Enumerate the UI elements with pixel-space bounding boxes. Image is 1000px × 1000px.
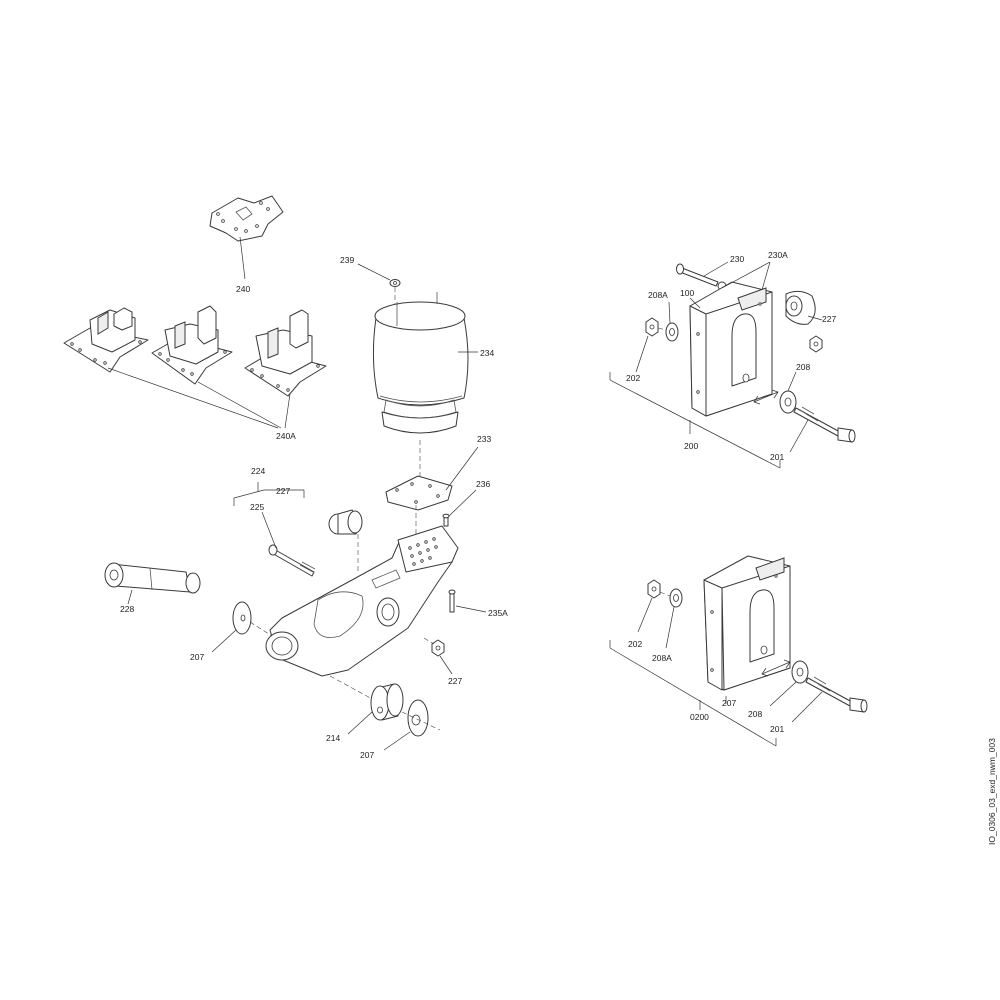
part-239-nut xyxy=(389,279,401,287)
callout-208A-b: 208A xyxy=(652,653,672,663)
callout-207-right: 207 xyxy=(722,698,736,708)
part-trailing-arm xyxy=(265,525,459,677)
callout-230A: 230A xyxy=(768,250,788,260)
callout-230: 230 xyxy=(730,254,744,264)
part-201-bolt-a xyxy=(793,406,856,443)
callout-240A: 240A xyxy=(276,431,296,441)
part-240-plate xyxy=(209,195,284,242)
part-214-bushing xyxy=(370,683,404,721)
callout-227-top: 227 xyxy=(276,486,290,496)
part-202-nut-b xyxy=(647,579,661,599)
callout-207-bottom: 207 xyxy=(360,750,374,760)
callout-201-b: 201 xyxy=(770,724,784,734)
callout-236: 236 xyxy=(476,479,490,489)
callout-239: 239 xyxy=(340,255,354,265)
callout-233: 233 xyxy=(477,434,491,444)
part-240A-bracket-3 xyxy=(244,309,327,397)
callout-208-a: 208 xyxy=(796,362,810,372)
part-207-washer-left xyxy=(232,601,252,635)
part-235A-bolt xyxy=(448,589,456,613)
callout-201-a: 201 xyxy=(770,452,784,462)
callout-208A-a: 208A xyxy=(648,290,668,300)
bracket-224-227 xyxy=(233,482,305,506)
part-207-washer-bottom xyxy=(407,699,429,737)
part-240A-bracket-2 xyxy=(151,305,233,385)
callout-208-b: 208 xyxy=(748,709,762,719)
part-227-nut xyxy=(431,639,445,657)
part-208A-washer-a xyxy=(665,322,679,342)
drawing-reference-id: IO_0306_03_exd_nwm_003 xyxy=(987,738,997,845)
callout-202-b: 202 xyxy=(628,639,642,649)
callout-207-left: 207 xyxy=(190,652,204,662)
part-230-bolt xyxy=(676,263,727,291)
callout-235A: 235A xyxy=(488,608,508,618)
part-100-hanger-top xyxy=(689,281,773,417)
callout-240: 240 xyxy=(236,284,250,294)
part-202-nut-a xyxy=(645,317,659,337)
arrows-a xyxy=(753,389,779,405)
callout-225: 225 xyxy=(250,502,264,512)
part-234-air-spring xyxy=(372,292,469,434)
part-hanger-bottom xyxy=(703,555,791,691)
part-208-washer-a xyxy=(779,390,797,414)
arrows-b xyxy=(761,659,791,677)
part-right-bushing xyxy=(785,290,816,325)
part-240A-bracket-1 xyxy=(63,307,149,373)
callout-228: 228 xyxy=(120,604,134,614)
callout-214: 214 xyxy=(326,733,340,743)
callout-202-a: 202 xyxy=(626,373,640,383)
bracket-200 xyxy=(609,372,781,469)
callout-100: 100 xyxy=(680,288,694,298)
part-201-bolt-b xyxy=(805,676,868,713)
part-228-shock-absorber xyxy=(104,562,201,594)
part-227-nut-right xyxy=(809,335,823,353)
bracket-0200 xyxy=(609,640,777,747)
callout-234: 234 xyxy=(480,348,494,358)
part-upper-bushing xyxy=(328,509,363,535)
part-208-washer-b xyxy=(791,660,809,684)
part-225-bolt xyxy=(268,544,316,577)
callout-227-nut: 227 xyxy=(448,676,462,686)
part-208A-washer-b xyxy=(669,588,683,608)
part-236-bolt xyxy=(442,513,450,527)
callout-200: 200 xyxy=(684,441,698,451)
part-233-plate xyxy=(385,475,453,511)
callout-224: 224 xyxy=(251,466,265,476)
callout-227-right: 227 xyxy=(822,314,836,324)
callout-0200: 0200 xyxy=(690,712,709,722)
